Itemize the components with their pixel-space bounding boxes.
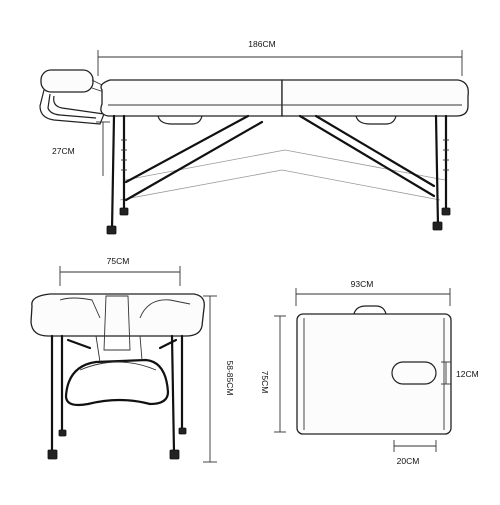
end-view-cushion [30,293,205,337]
width-label: 75CM [107,256,130,266]
table-top [100,79,469,117]
folded-length-label: 93CM [351,279,374,289]
face-hole [391,361,437,385]
side-legs [106,114,451,235]
face-hole-width-dimension-line [393,440,437,452]
face-hole-width-label: 20CM [397,456,420,466]
end-view-legs [47,334,187,460]
folded-width-dimension-line [274,315,286,433]
end-view: 75CM 58-85CM [30,256,235,463]
side-view: 186CM 27CM [39,39,469,235]
length-label: 186CM [248,39,275,49]
width-dimension-line [59,266,181,286]
folded-length-dimension-line [295,288,451,306]
folded-case [296,313,452,435]
head-drop-label: 27CM [52,146,75,156]
folded-view: 93CM 75CM 12CM 20CM [260,279,479,466]
end-view-cradle-arch [64,358,170,407]
left-handle [157,115,203,125]
height-label: 58-85CM [225,361,235,396]
length-dimension-line [97,50,463,76]
head-drop-dimension-line [96,121,110,176]
folded-case-handle [353,305,387,315]
right-handle [355,115,397,125]
face-hole-height-dimension-line [441,361,451,385]
folded-width-label: 75CM [260,371,270,394]
headrest [39,69,105,125]
side-braces [124,114,436,202]
height-dimension-line [203,295,217,463]
face-hole-height-label: 12CM [456,369,479,379]
